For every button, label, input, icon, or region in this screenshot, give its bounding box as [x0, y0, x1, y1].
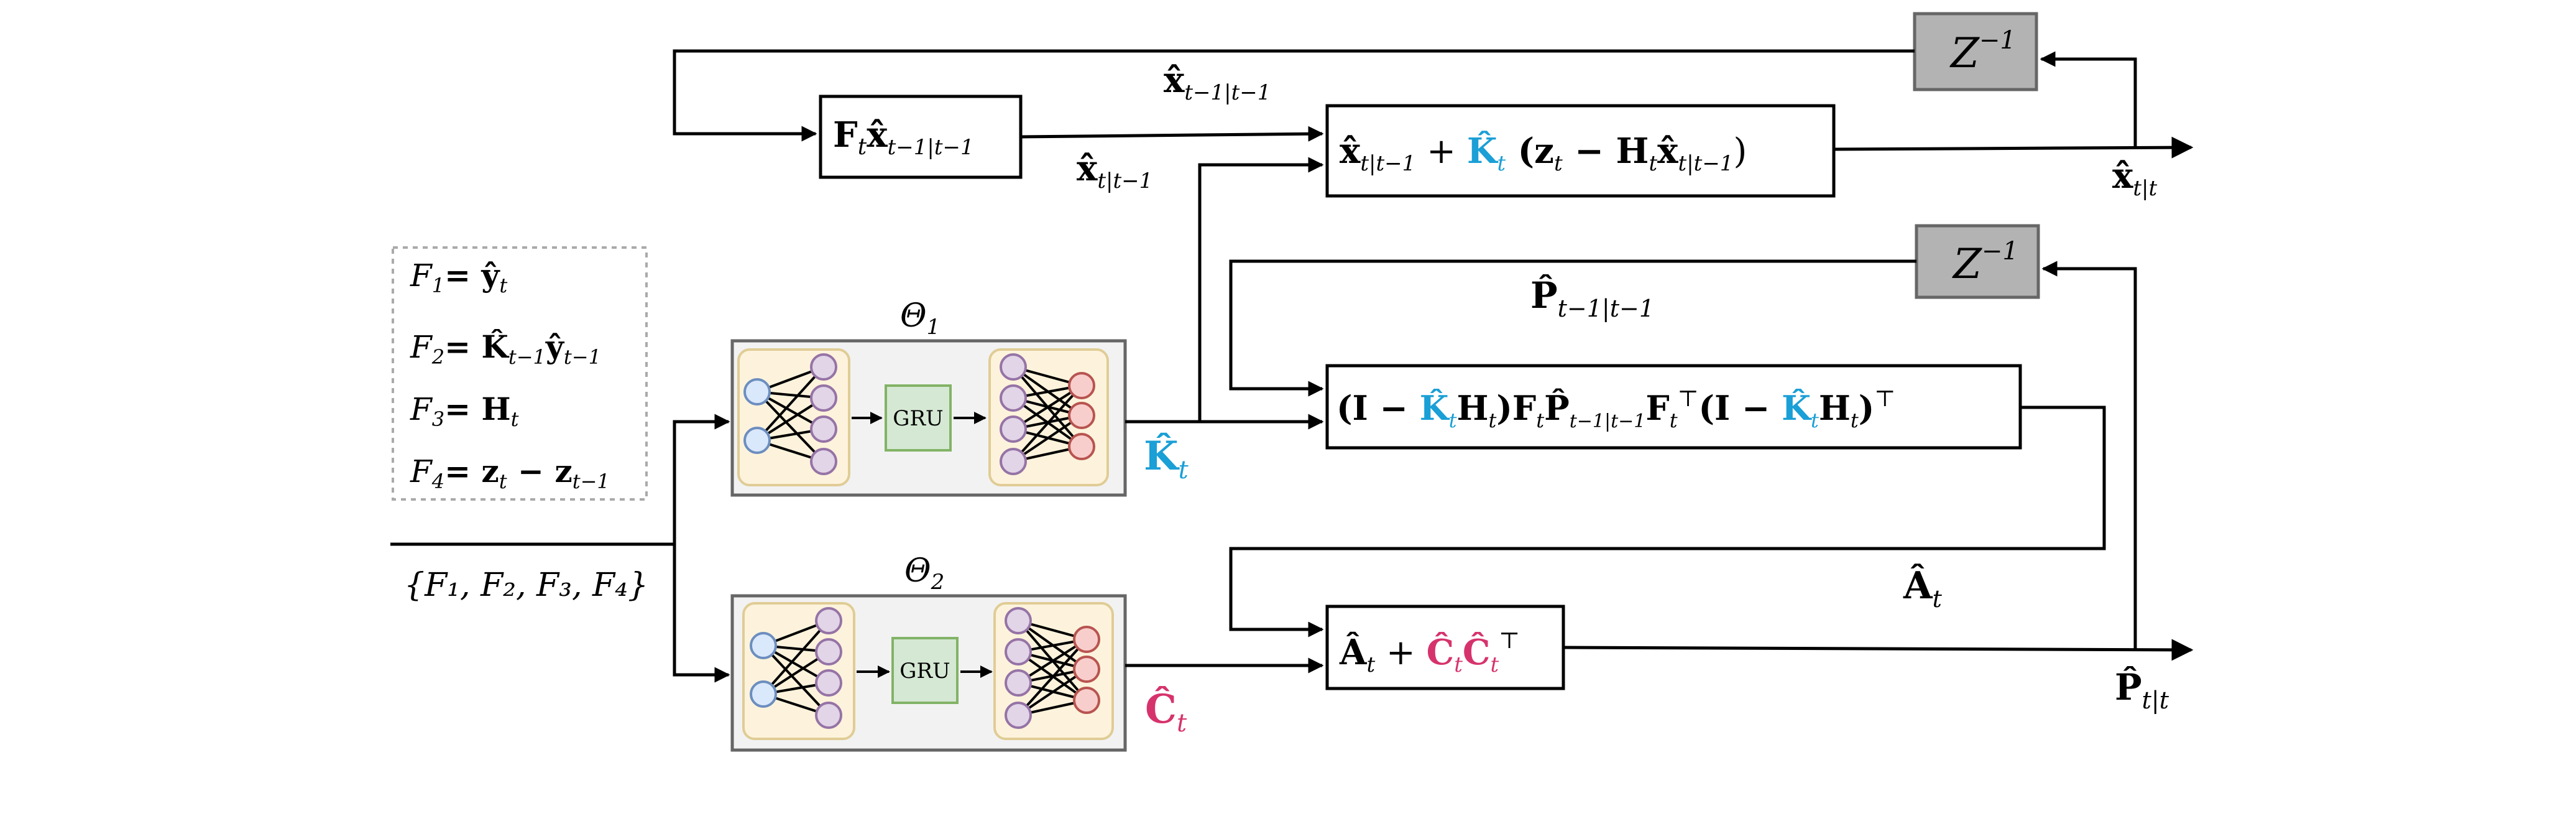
network-theta1: Θ1 — [730, 297, 1127, 497]
input-node — [750, 632, 777, 659]
hidden-node — [1005, 607, 1032, 634]
input-node — [743, 378, 771, 406]
predict-formula: Ftx̂t−1|t−1 — [833, 114, 974, 160]
x-prev-label: x̂t−1|t−1 — [1164, 60, 1271, 105]
feature-f1: F1= ŷt — [410, 257, 507, 297]
feature-list: F1= ŷt F2= K̂t−1ŷt−1 F3= Ht F4= zt − zt−… — [392, 246, 648, 501]
hidden-node — [810, 384, 837, 412]
feature-f3: F3= Ht — [410, 391, 519, 431]
input-set-label: {F₁, F₂, F₃, F₄} — [404, 567, 648, 604]
update-block: x̂t|t−1 + K̂t (zt − Htx̂t|t−1) — [1325, 104, 1836, 198]
output-node — [1068, 372, 1095, 399]
theta2-gru — [891, 637, 959, 704]
hidden-node — [1000, 415, 1027, 443]
output-node — [1073, 687, 1100, 714]
delay-cov: Z−1 — [1915, 224, 2040, 299]
p-prev-label: P̂t−1|t−1 — [1530, 274, 1654, 322]
output-node — [1068, 402, 1095, 429]
input-node — [750, 680, 777, 708]
hidden-node — [810, 415, 837, 443]
feature-f2: F2= K̂t−1ŷt−1 — [410, 328, 601, 369]
hidden-node — [815, 669, 842, 697]
x-pred-label: x̂t|t−1 — [1077, 148, 1152, 193]
output-node — [1073, 626, 1100, 653]
hidden-node — [810, 353, 837, 381]
hidden-node — [1000, 353, 1027, 381]
theta1-gru — [885, 384, 952, 452]
hidden-node — [1005, 702, 1032, 729]
feature-f4: F4= zt − zt−1 — [410, 453, 610, 493]
k-hat-label: K̂t — [1144, 433, 1189, 484]
hidden-node — [1000, 448, 1027, 475]
delay-state-label: Z−1 — [1949, 26, 2016, 77]
delay-cov-label: Z−1 — [1952, 237, 2018, 288]
predict-block: Ftx̂t−1|t−1 — [819, 95, 1023, 179]
theta2-label: Θ2 — [904, 552, 944, 595]
network-theta2: Θ2 — [730, 552, 1127, 752]
theta1-label: Θ1 — [900, 297, 940, 340]
hidden-node — [1000, 384, 1027, 412]
c-hat-label: Ĉt — [1145, 686, 1187, 738]
p-post-label: P̂t|t — [2115, 665, 2169, 714]
output-node — [1073, 656, 1100, 683]
hidden-node — [1005, 669, 1032, 697]
acov-formula: Ât + ĈtĈt⊤ — [1339, 628, 1520, 677]
a-hat-label: Ât — [1903, 563, 1943, 613]
input-node — [743, 427, 771, 454]
x-post-label: x̂t|t — [2112, 155, 2158, 201]
hidden-node — [1005, 638, 1032, 665]
hidden-node — [815, 702, 842, 729]
hidden-node — [815, 638, 842, 665]
hidden-node — [810, 448, 837, 475]
hidden-node — [815, 607, 842, 634]
delay-state: Z−1 — [1913, 12, 2038, 91]
theta2-gru-label: GRU — [899, 659, 950, 684]
update-formula: x̂t|t−1 + K̂t (zt − Htx̂t|t−1) — [1340, 130, 1747, 176]
acov-block: Ât + ĈtĈt⊤ — [1325, 605, 1565, 690]
theta1-gru-label: GRU — [893, 406, 943, 431]
input-split — [390, 414, 730, 683]
connections — [673, 49, 2194, 674]
cov-block: (I − K̂tHt)FtP̂t−1|t−1Ft⊤(I − K̂tHt)⊤ — [1325, 364, 2022, 450]
cov-formula: (I − K̂tHt)FtP̂t−1|t−1Ft⊤(I − K̂tHt)⊤ — [1336, 386, 1895, 432]
output-node — [1068, 433, 1095, 460]
